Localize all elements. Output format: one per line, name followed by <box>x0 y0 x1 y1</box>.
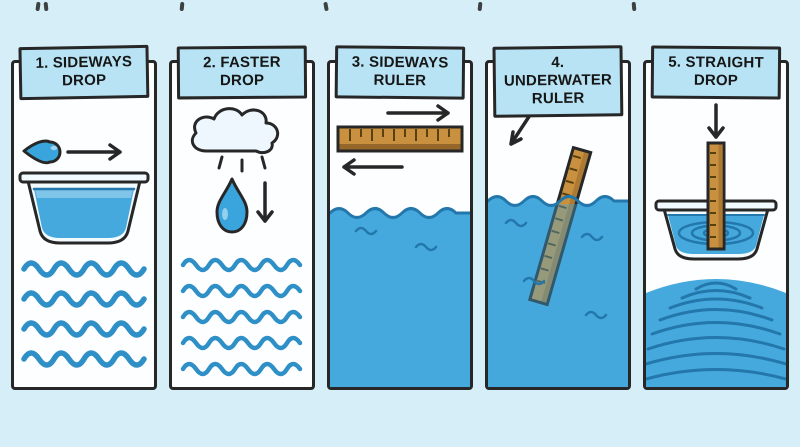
arrow-left-icon <box>342 158 404 176</box>
water-drop-icon <box>22 139 62 165</box>
figure-five-panel-diagram: 1. SIDEWAYS DROP <box>11 44 789 390</box>
pen-mark <box>179 1 185 12</box>
cloud-icon <box>190 107 280 155</box>
panel-1-sideways-drop: 1. SIDEWAYS DROP <box>11 44 157 390</box>
panel-2-title-line1: 2. FASTER <box>203 53 281 72</box>
water-surface-line <box>488 195 628 207</box>
panel-5-title-line2: DROP <box>693 71 739 90</box>
arrow-right-icon <box>66 143 122 161</box>
panel-4-title-line2: RULER <box>531 89 585 108</box>
panel-5-title-box: 5. STRAIGHT DROP <box>650 45 782 100</box>
wave-marks <box>354 226 438 252</box>
arrow-down-icon <box>256 181 274 223</box>
ruler-icon <box>706 141 726 251</box>
panel-4-title-box: 4. UNDERWATER RULER <box>492 45 624 118</box>
illustration-sideways-ruler <box>330 104 470 387</box>
water-body <box>330 207 470 387</box>
panel-4-title-line1: 4. UNDERWATER <box>503 53 613 90</box>
panel-3-sideways-ruler: 3. SIDEWAYS RULER <box>327 45 473 390</box>
wave-lines <box>180 257 303 377</box>
pen-mark <box>631 1 637 12</box>
panel-5-straight-drop: 5. STRAIGHT DROP <box>643 45 789 390</box>
ruler-icon <box>336 125 464 153</box>
panel-3-title-line2: RULER <box>373 71 427 90</box>
panel-2-title-box: 2. FASTER DROP <box>176 45 308 100</box>
panel-4-underwater-ruler: 4. UNDERWATER RULER <box>485 45 631 390</box>
ruler-icon <box>527 145 593 307</box>
panel-3-title-line1: 3. SIDEWAYS <box>351 53 449 72</box>
panel-2-title-line2: DROP <box>219 71 265 90</box>
water-body <box>488 196 628 387</box>
pen-mark <box>43 1 49 12</box>
illustration-sideways-drop <box>18 139 150 368</box>
panel-5-title-line1: 5. STRAIGHT <box>668 53 764 72</box>
arrow-right-icon <box>386 104 450 122</box>
panel-1-title-line1: 1. SIDEWAYS <box>35 53 133 72</box>
panel-1-title-line2: DROP <box>61 71 107 90</box>
rain-streaks <box>217 155 267 173</box>
arrow-down-icon <box>707 103 725 139</box>
water-drop-icon <box>215 177 249 234</box>
panel-3-title-box: 3. SIDEWAYS RULER <box>334 45 466 100</box>
bowl-of-water <box>18 171 150 245</box>
illustration-straight-drop <box>646 103 786 387</box>
panel-2-faster-drop: 2. FASTER DROP <box>169 45 315 390</box>
underwater-tint <box>488 204 628 387</box>
wave-lines <box>21 260 147 368</box>
illustration-underwater-ruler <box>488 107 628 387</box>
panel-1-title-box: 1. SIDEWAYS DROP <box>18 44 150 101</box>
ripple-field <box>646 279 786 387</box>
wave-marks <box>504 218 608 320</box>
illustration-faster-drop <box>180 107 303 377</box>
